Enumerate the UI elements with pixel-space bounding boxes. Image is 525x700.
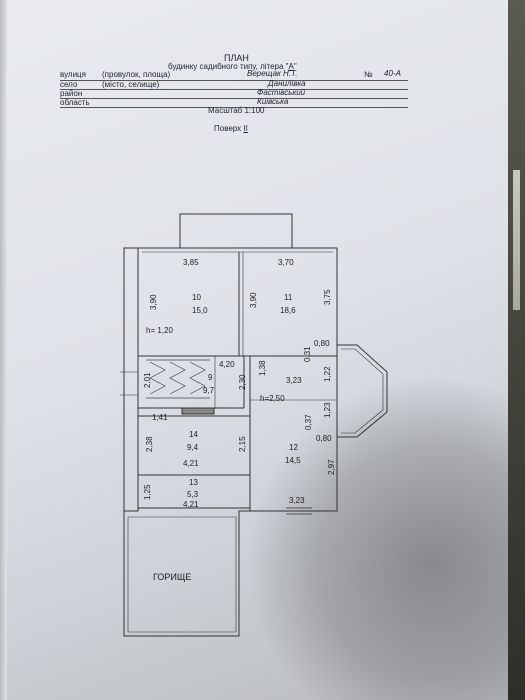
dim-230: 2,30 — [238, 374, 247, 390]
room-13-number: 13 — [189, 478, 198, 487]
street-label: вулиця — [60, 70, 86, 79]
stairs — [146, 359, 210, 399]
dim-390b: 3,90 — [249, 292, 258, 308]
dim-201: 2,01 — [143, 372, 152, 388]
dim-390a: 3,90 — [149, 294, 158, 310]
district-underline — [60, 98, 408, 99]
dim-323a: 3,23 — [286, 376, 302, 385]
room-11-area: 18,6 — [280, 306, 296, 315]
dim-080a: 0,80 — [314, 339, 330, 348]
floor-plan: 10 15,0 11 18,6 9 9,7 14 9,4 12 14,5 13 … — [120, 213, 388, 637]
room-10-number: 10 — [192, 293, 201, 302]
dim-375: 3,75 — [323, 289, 332, 305]
plan-title: ПЛАН — [224, 53, 249, 63]
balcony-outline — [179, 213, 293, 248]
height-h2: h=2,50 — [260, 394, 285, 403]
room-10-area: 15,0 — [192, 306, 208, 315]
background-strip — [513, 170, 520, 310]
background-edge — [508, 0, 525, 700]
village-value: Данилівка — [268, 79, 306, 88]
street-hint: (провулок, площа) — [102, 70, 171, 79]
dim-323b: 3,23 — [289, 496, 305, 505]
village-underline — [60, 89, 408, 90]
outer-wall — [123, 247, 338, 637]
street-value: Верещак Н.Т. — [247, 69, 298, 78]
dim-080b: 0,80 — [316, 434, 332, 443]
number-value: 40-А — [384, 69, 401, 78]
dim-031: 0,31 — [303, 346, 312, 362]
room-12-area: 14,5 — [285, 456, 301, 465]
room-13-area: 5,3 — [187, 490, 199, 499]
dim-138: 1,38 — [258, 360, 267, 376]
dim-297: 2,97 — [327, 459, 336, 475]
dim-370: 3,70 — [278, 258, 294, 267]
dim-215: 2,15 — [238, 436, 247, 452]
number-label: № — [364, 70, 373, 79]
room-9-area: 9,7 — [203, 386, 215, 395]
district-label: район — [60, 89, 83, 98]
dim-421b: 4,21 — [183, 500, 199, 509]
dim-141: 1,41 — [152, 413, 168, 422]
district-value: Фастівський — [257, 88, 306, 97]
dim-122: 1,22 — [323, 366, 332, 382]
dim-123: 1,23 — [323, 402, 332, 418]
region-value: Київська — [257, 97, 289, 106]
walls — [120, 213, 388, 637]
dim-385: 3,85 — [183, 258, 199, 267]
attic-label: ГОРИЩЕ — [153, 572, 191, 582]
room-12-number: 12 — [289, 443, 298, 452]
dim-420: 4,20 — [219, 360, 235, 369]
region-label: область — [60, 98, 90, 107]
dim-238: 2,38 — [145, 436, 154, 452]
village-label: село — [60, 80, 78, 89]
dim-421a: 4,21 — [183, 459, 199, 468]
region-underline — [60, 107, 408, 108]
room-14-number: 14 — [189, 430, 198, 439]
plan-subtitle: будинку садибного типу, літера "А" — [168, 62, 297, 71]
floor-label: Поверх II — [214, 124, 248, 133]
room-11-number: 11 — [284, 293, 293, 302]
room-9-number: 9 — [208, 373, 213, 382]
village-hint: (місто, селище) — [102, 80, 160, 89]
document-sheet: ПЛАН будинку садибного типу, літера "А" … — [0, 0, 508, 700]
room-14-area: 9,4 — [187, 443, 199, 452]
dim-037: 0,37 — [304, 414, 313, 430]
dim-125: 1,25 — [143, 484, 152, 500]
height-h1: h= 1,20 — [146, 326, 173, 335]
scale-label: Масштаб 1:100 — [208, 106, 265, 115]
street-underline — [60, 80, 408, 81]
outer-wall-left — [123, 247, 138, 511]
